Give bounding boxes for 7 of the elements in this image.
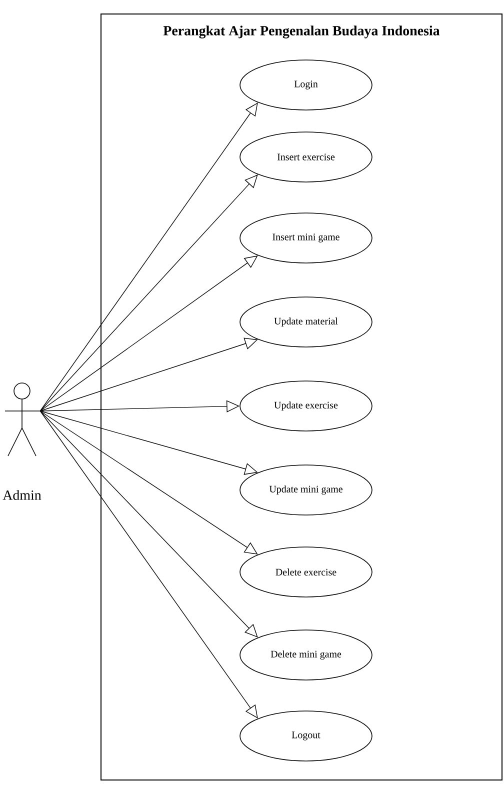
actor-label: Admin bbox=[2, 490, 42, 500]
association-arrow bbox=[40, 410, 258, 638]
association-arrow bbox=[40, 410, 258, 554]
association-arrow bbox=[40, 256, 258, 412]
association-arrow bbox=[40, 410, 258, 718]
association-arrow bbox=[40, 174, 258, 412]
association-arrow bbox=[40, 102, 258, 412]
